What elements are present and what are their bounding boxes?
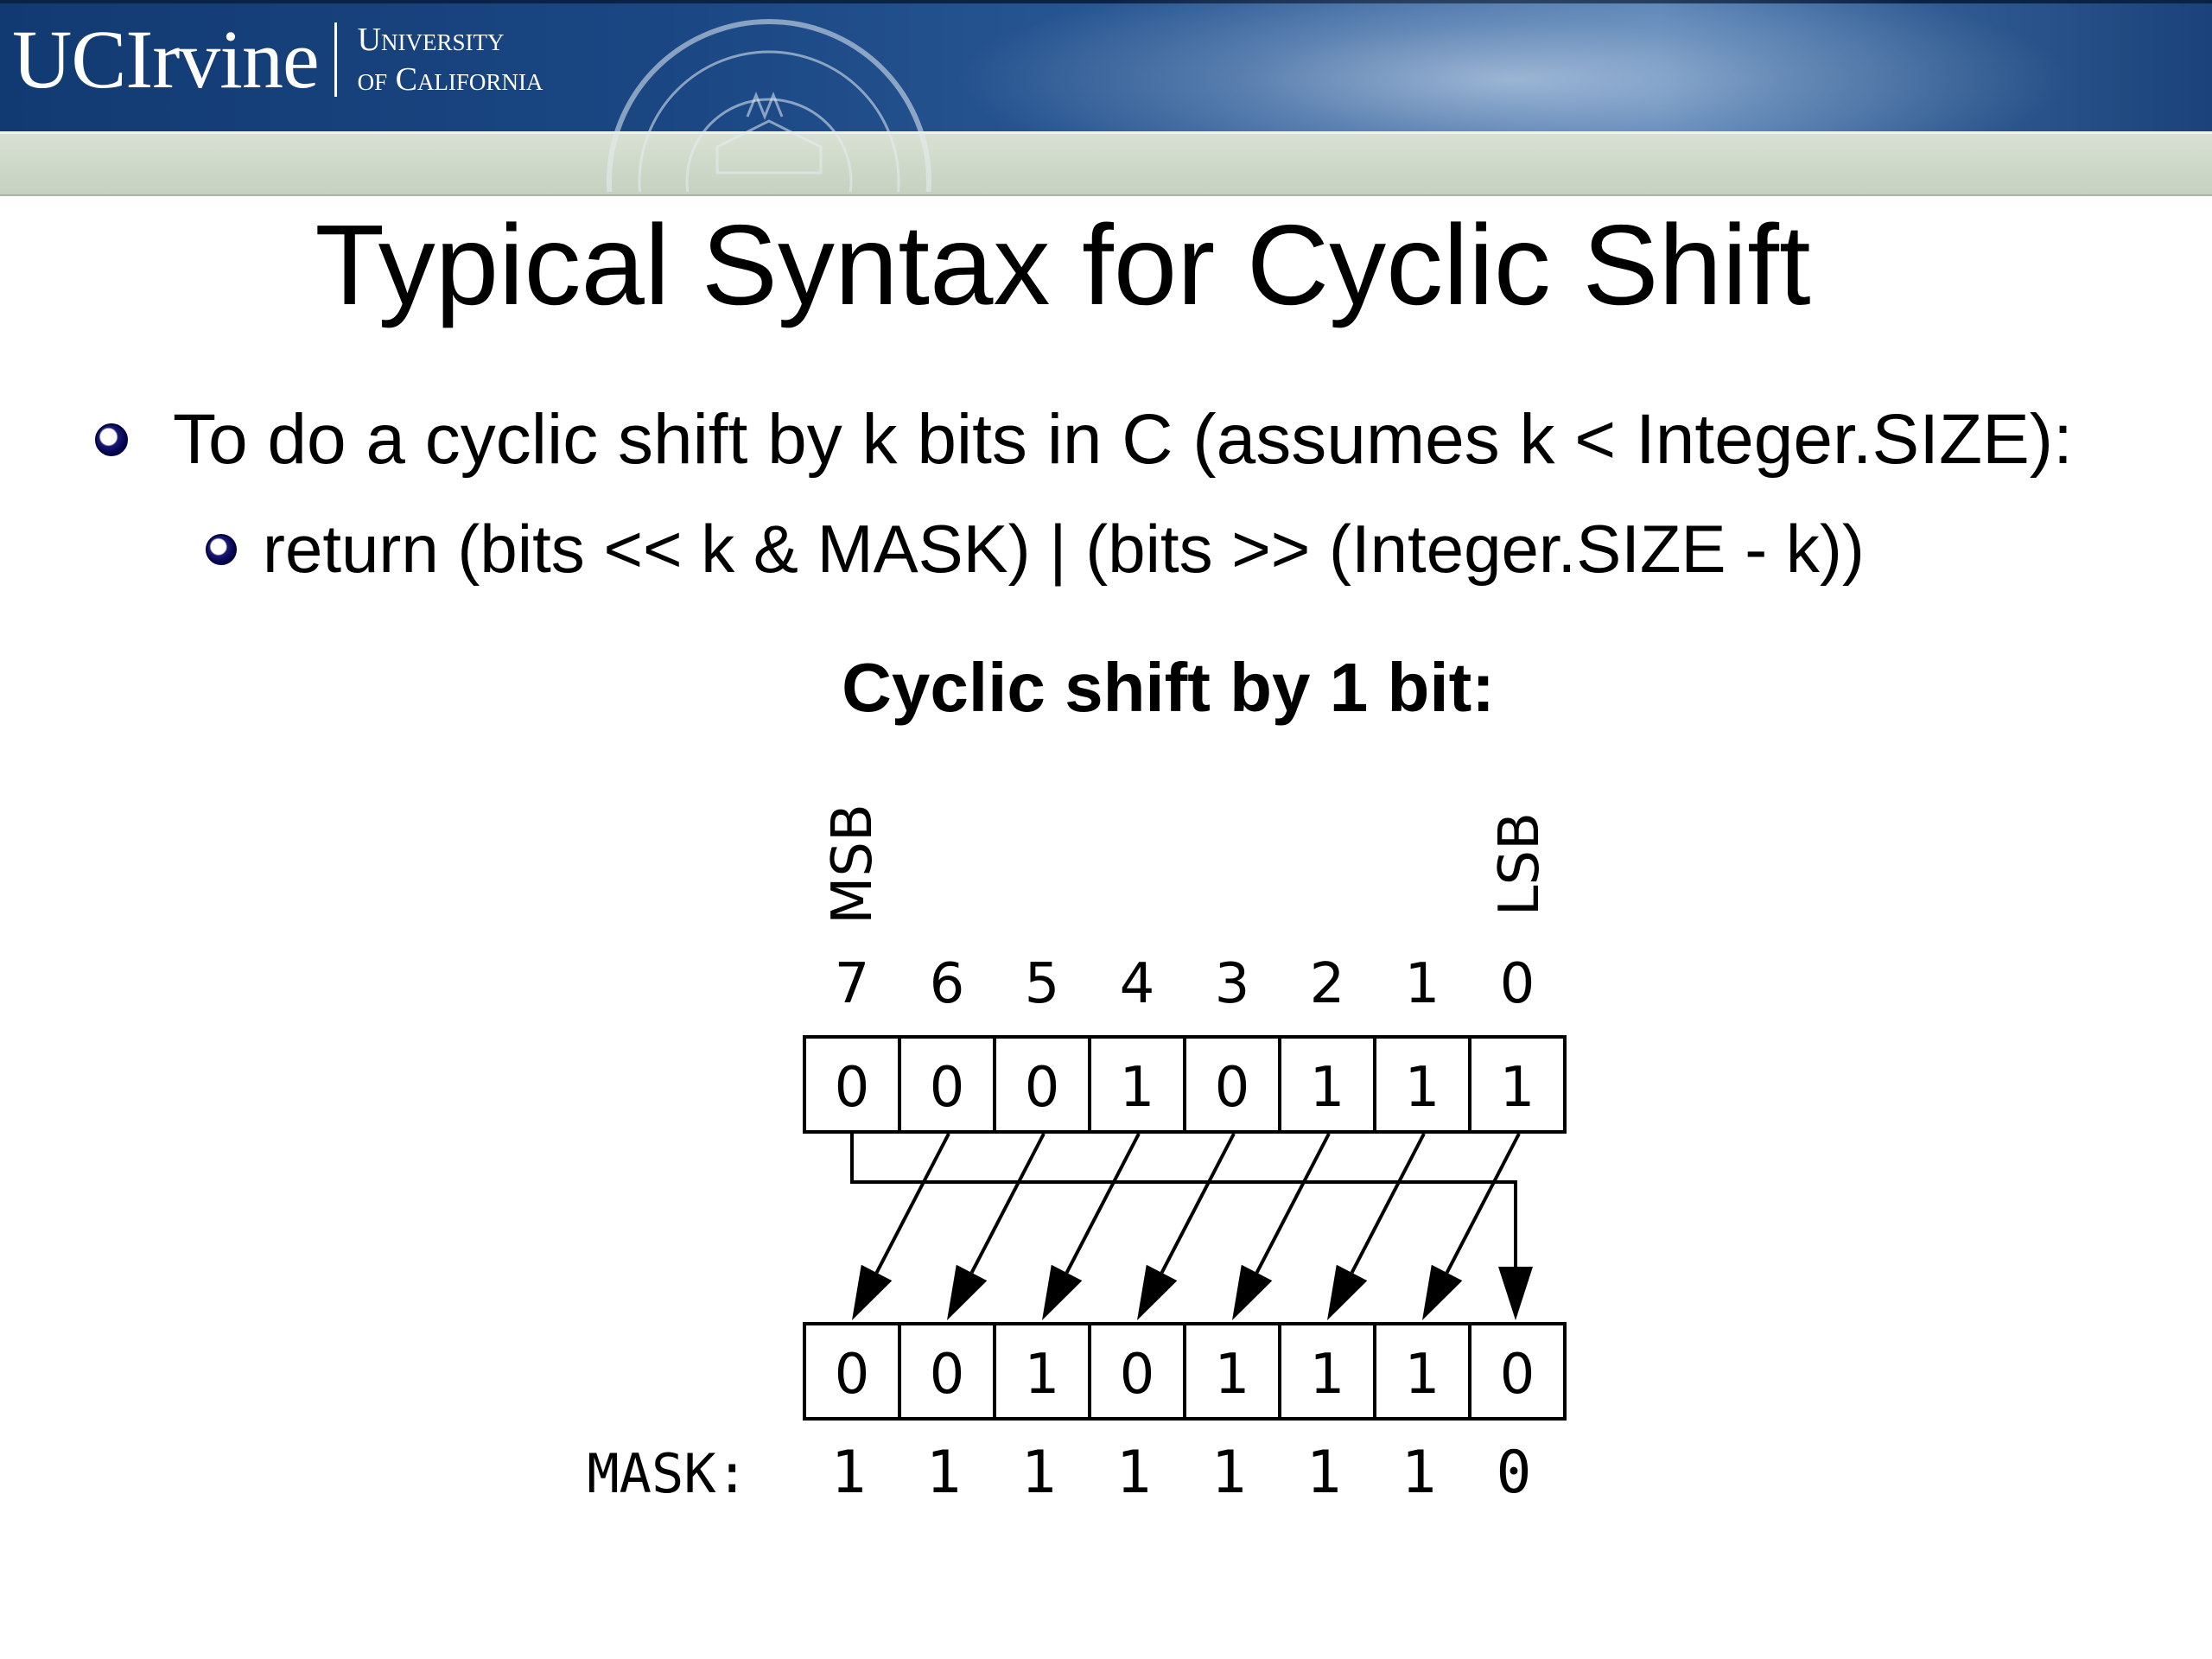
bit-cell [1088,1035,1186,1134]
bullet-icon [206,533,237,565]
brand-logo: UCIrvine University of California [12,12,543,107]
header-bar: UCIrvine University of California [0,0,2212,131]
bullet-1-text: To do a cyclic shift by k bits in C (ass… [173,400,2073,479]
bit-cell [1278,1322,1376,1421]
shift-arrow-line [1350,1133,1426,1274]
bit-value: 1 [1310,1056,1345,1120]
lsb-label: LSB [1488,812,1552,916]
slide-title-text: Typical Syntax for Cyclic Shift [315,201,1811,328]
mask-bit: 1 [1211,1439,1247,1507]
bit-value: 0 [1025,1056,1060,1120]
bit-position-label: 7 [835,952,870,1016]
bit-value: 0 [930,1343,965,1407]
bit-value: 0 [1500,1343,1535,1407]
bit-cell [898,1322,996,1421]
mask-bit: 1 [1306,1439,1342,1507]
arrowhead-icon [947,1264,988,1320]
bit-value: 0 [1120,1343,1155,1407]
bit-cell [1373,1035,1471,1134]
bullet-item-1: To do a cyclic shift by k bits in C (ass… [95,399,2073,480]
shift-arrow-line [1160,1133,1236,1274]
arrowhead-icon [1327,1264,1368,1320]
bit-cell [993,1035,1091,1134]
arrowhead-icon [1422,1264,1463,1320]
arrowhead-icon [1232,1264,1273,1320]
bit-position-label: 5 [1025,952,1060,1016]
mask-bit: 0 [1497,1439,1532,1507]
arrowhead-icon [852,1264,893,1320]
mask-bit: 1 [1402,1439,1437,1507]
bit-cell [1088,1322,1186,1421]
bit-cell [1183,1035,1281,1134]
arrowhead-icon [1137,1264,1178,1320]
bit-value: 1 [1120,1056,1155,1120]
shift-arrow-line [1065,1133,1141,1274]
mask-label: MASK: [587,1442,748,1505]
bit-value: 0 [930,1056,965,1120]
msb-label: MSB [821,804,885,925]
bit-position-label: 3 [1215,952,1250,1016]
shift-arrow-line [1445,1133,1521,1274]
bullet-item-2: return (bits << k & MASK) | (bits >> (In… [206,510,1865,588]
shift-arrow-line [969,1133,1046,1274]
header-band [0,131,2212,196]
brand-name: UCIrvine [12,13,320,105]
shift-arrow-line [1255,1133,1331,1274]
mask-bit: 1 [1021,1439,1057,1507]
arrowhead-icon [1042,1264,1083,1320]
bit-value: 0 [835,1056,870,1120]
slide-title: Typical Syntax for Cyclic Shift [0,205,2212,326]
bit-value: 1 [1405,1056,1440,1120]
bit-value: 0 [1215,1056,1250,1120]
bit-value: 0 [835,1343,870,1407]
bit-cell [1183,1322,1281,1421]
brand-line-1: University [357,22,505,58]
bit-cell [1468,1035,1567,1134]
university-seal-icon [607,19,931,192]
bit-cell [898,1035,996,1134]
bit-value: 1 [1310,1343,1345,1407]
bit-position-label: 0 [1500,952,1535,1016]
bit-position-label: 2 [1310,952,1345,1016]
brand-subtitle: University of California [358,20,543,99]
bullet-icon [95,423,128,456]
shift-arrows [850,1133,1533,1320]
bullet-2-text: return (bits << k & MASK) | (bits >> (In… [263,511,1865,587]
header-sky-decoration [950,0,2074,131]
arrowhead-icon [1498,1267,1533,1320]
brand-line-2: of California [357,61,543,98]
bit-cell [1373,1322,1471,1421]
mask-bit: 1 [926,1439,962,1507]
bit-position-label: 1 [1405,952,1440,1016]
bit-cell [803,1035,901,1134]
bit-value: 1 [1500,1056,1535,1120]
bit-cell [1468,1322,1567,1421]
bit-cell [1278,1035,1376,1134]
bit-position-label: 4 [1120,952,1155,1016]
brand-divider [334,22,337,97]
bit-value: 1 [1215,1343,1250,1407]
diagram-caption: Cyclic shift by 1 bit: [842,649,1495,726]
bit-value: 1 [1025,1343,1060,1407]
wrap-around-arrow-line [850,1134,1517,1267]
bit-value: 1 [1405,1343,1440,1407]
bit-cell [803,1322,901,1421]
bit-position-label: 6 [930,952,965,1016]
mask-bit: 1 [831,1439,867,1507]
mask-bit: 1 [1116,1439,1152,1507]
shift-arrow-line [874,1133,950,1274]
